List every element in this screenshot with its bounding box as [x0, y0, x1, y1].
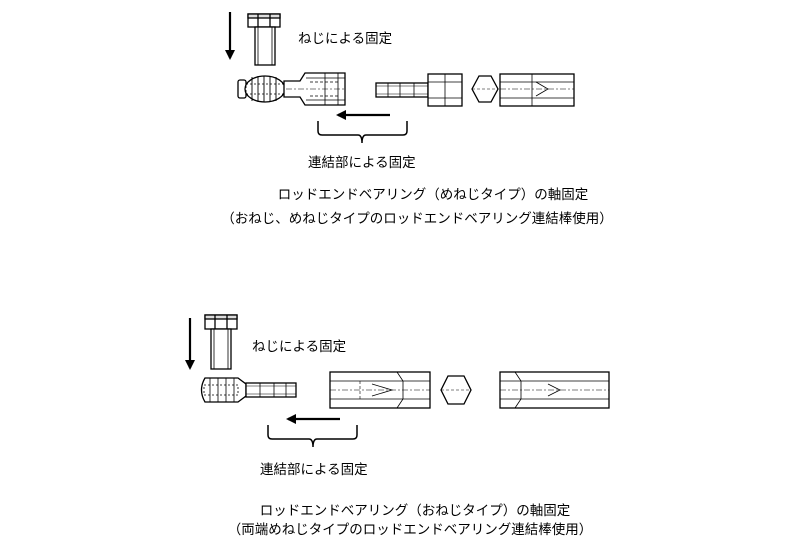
bottom-connecting-rod-left — [329, 371, 431, 409]
top-coupling-label: 連結部による固定 — [308, 155, 416, 171]
bottom-figure — [185, 314, 610, 448]
top-coupling-brace — [317, 121, 408, 144]
bottom-caption-line1: ロッドエンドベアリング（おねじタイプ）の軸固定 — [259, 503, 571, 519]
bottom-bolt — [204, 314, 238, 370]
bottom-caption-line2: （両端めねじタイプのロッドエンドベアリング連結棒使用） — [227, 522, 593, 538]
top-caption-line1: ロッドエンドベアリング（めねじタイプ）の軸固定 — [277, 187, 589, 203]
bottom-coupling-brace — [267, 425, 358, 448]
top-connecting-rod — [471, 73, 575, 107]
top-bolt — [247, 13, 281, 66]
top-caption-line2: （おねじ、めねじタイプのロッドエンドベアリング連結棒使用） — [221, 211, 613, 227]
bottom-coupling-label: 連結部による固定 — [260, 462, 368, 478]
bottom-screw-label: ねじによる固定 — [252, 339, 347, 355]
top-threaded-stud — [375, 73, 463, 107]
top-rod-end-female — [237, 72, 346, 106]
bottom-connecting-rod-right — [499, 371, 610, 409]
bottom-rod-end-male — [200, 377, 297, 403]
top-screw-label: ねじによる固定 — [298, 31, 393, 47]
top-figure — [225, 12, 575, 144]
